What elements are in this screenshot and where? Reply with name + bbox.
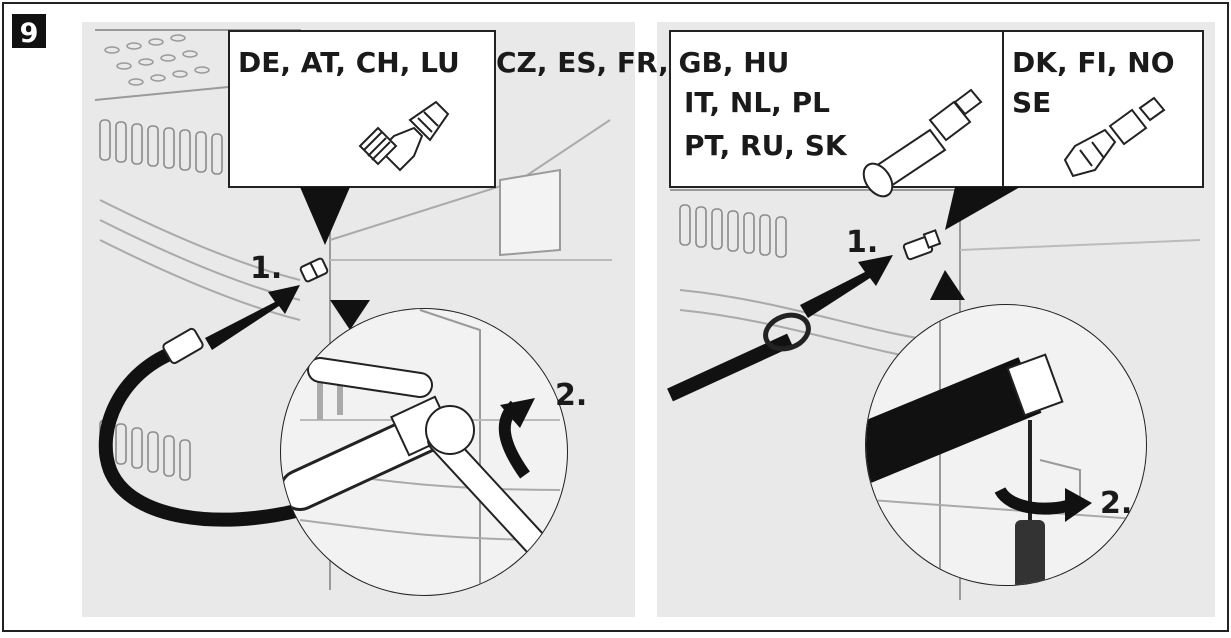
right-step-2-label: 2. <box>1100 486 1132 521</box>
screwdriver-handle <box>1015 520 1045 585</box>
left-label-pointer <box>300 187 350 245</box>
left-step-2-label: 2. <box>555 378 587 413</box>
left-detail-circle <box>280 308 568 596</box>
step-badge <box>12 14 46 48</box>
left-country-label-box <box>228 30 496 188</box>
right-step-2-arrowhead <box>1065 488 1092 522</box>
right-detail-pointer <box>930 270 965 300</box>
nordic-country-list-line-2: SE <box>1012 86 1051 119</box>
right-step-1-label: 1. <box>846 225 878 260</box>
left-hose <box>98 327 302 527</box>
right-label-pointer <box>945 187 1020 230</box>
left-detail-pointer <box>330 300 370 330</box>
right-country-list-line-2: IT, NL, PL <box>684 86 830 119</box>
right-step-2-rotation-arrow <box>994 486 1072 515</box>
right-panel: CZ, ES, FR, GB, HU IT, NL, PL PT, RU, SK… <box>496 22 1215 617</box>
right-detail-circle <box>865 304 1147 586</box>
left-step-1-arrow <box>205 285 300 350</box>
barbed-adapter-icon <box>1063 96 1166 178</box>
left-panel: DE, AT, CH, LU 1. <box>82 22 635 617</box>
right-country-list-line-3: PT, RU, SK <box>684 129 848 162</box>
left-step-2-arrowhead <box>500 398 535 428</box>
right-step-1-arrow <box>800 255 893 318</box>
left-country-list: DE, AT, CH, LU <box>238 46 460 79</box>
right-hose <box>667 312 811 402</box>
threaded-adapter-icon <box>358 100 450 172</box>
left-mounted-adapter <box>299 257 329 283</box>
nordic-country-label-box <box>1002 30 1204 188</box>
right-country-list-line-1: CZ, ES, FR, GB, HU <box>496 46 789 79</box>
nordic-country-list-line-1: DK, FI, NO <box>1012 46 1175 79</box>
left-step-1-label: 1. <box>250 251 282 286</box>
right-mounted-adapter <box>902 229 942 261</box>
hose-adapter-icon <box>862 88 983 198</box>
step-number: 9 <box>20 18 39 49</box>
